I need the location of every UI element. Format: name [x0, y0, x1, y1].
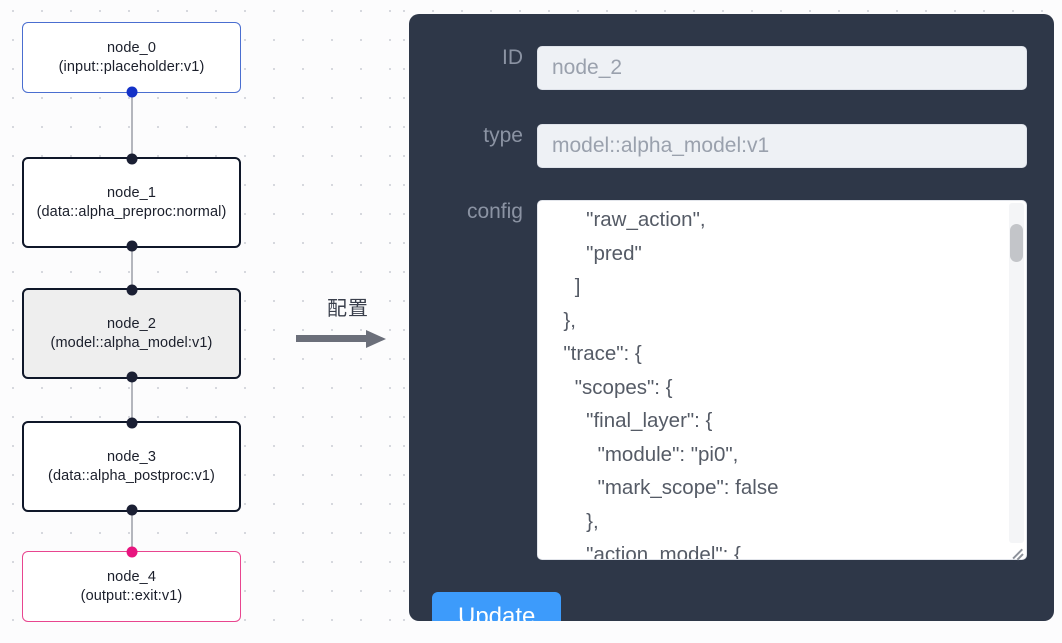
type-field-label: type	[483, 124, 523, 147]
node-handle-source[interactable]	[126, 504, 137, 516]
node-handle-target[interactable]	[126, 546, 137, 558]
graph-node-node_1[interactable]: node_1 (data::alpha_preproc:normal)	[22, 153, 241, 252]
node-handle-target[interactable]	[126, 153, 137, 165]
id-field-label: ID	[502, 46, 523, 69]
node-handle-target[interactable]	[126, 417, 137, 429]
node-handle-source[interactable]	[126, 371, 137, 383]
edge-node3-node4	[131, 512, 133, 551]
graph-node-node_2[interactable]: node_2 (model::alpha_model:v1)	[22, 284, 241, 383]
id-input[interactable]	[537, 46, 1027, 90]
edge-node0-node1	[131, 93, 133, 157]
node-handle-source[interactable]	[126, 86, 137, 98]
edge-node1-node2	[131, 248, 133, 288]
config-scrollbar-thumb[interactable]	[1010, 224, 1023, 262]
arrow-head	[366, 330, 386, 348]
config-textarea[interactable]	[537, 200, 1027, 560]
node-id-label: node_3	[107, 448, 156, 465]
node-type-label: (data::alpha_postproc:v1)	[48, 467, 215, 484]
node-handle-source[interactable]	[126, 240, 137, 252]
graph-node-node_3[interactable]: node_3 (data::alpha_postproc:v1)	[22, 417, 241, 516]
node-id-label: node_2	[107, 315, 156, 332]
node-id-label: node_4	[107, 568, 156, 585]
field-row-config: config	[432, 200, 1027, 560]
node-config-panel: ID type config Update	[409, 14, 1054, 621]
graph-node-node_0[interactable]: node_0 (input::placeholder:v1)	[22, 22, 241, 98]
node-type-label: (output::exit:v1)	[80, 587, 183, 604]
node-id-label: node_1	[107, 184, 156, 201]
arrow-shaft	[296, 335, 368, 342]
node-handle-target[interactable]	[126, 284, 137, 296]
update-button[interactable]: Update	[432, 592, 562, 621]
config-textarea-wrapper	[537, 200, 1027, 560]
edge-node2-node3	[131, 379, 133, 421]
config-field-label: config	[466, 200, 523, 223]
node-type-label: (input::placeholder:v1)	[58, 58, 205, 75]
annotation-label: 配置	[327, 296, 369, 320]
node-id-label: node_0	[107, 39, 156, 56]
field-row-type: type	[432, 124, 1027, 168]
node-type-label: (model::alpha_model:v1)	[50, 334, 213, 351]
graph-node-node_4[interactable]: node_4 (output::exit:v1)	[22, 546, 241, 622]
annotation-group: 配置	[296, 296, 400, 362]
node-type-label: (data::alpha_preproc:normal)	[36, 203, 227, 220]
field-row-id: ID	[432, 46, 1027, 90]
config-scrollbar-track[interactable]	[1009, 203, 1024, 543]
node-graph-canvas[interactable]: node_0 (input::placeholder:v1) node_1 (d…	[0, 0, 400, 643]
type-input[interactable]	[537, 124, 1027, 168]
annotation-arrow-icon	[296, 328, 400, 350]
